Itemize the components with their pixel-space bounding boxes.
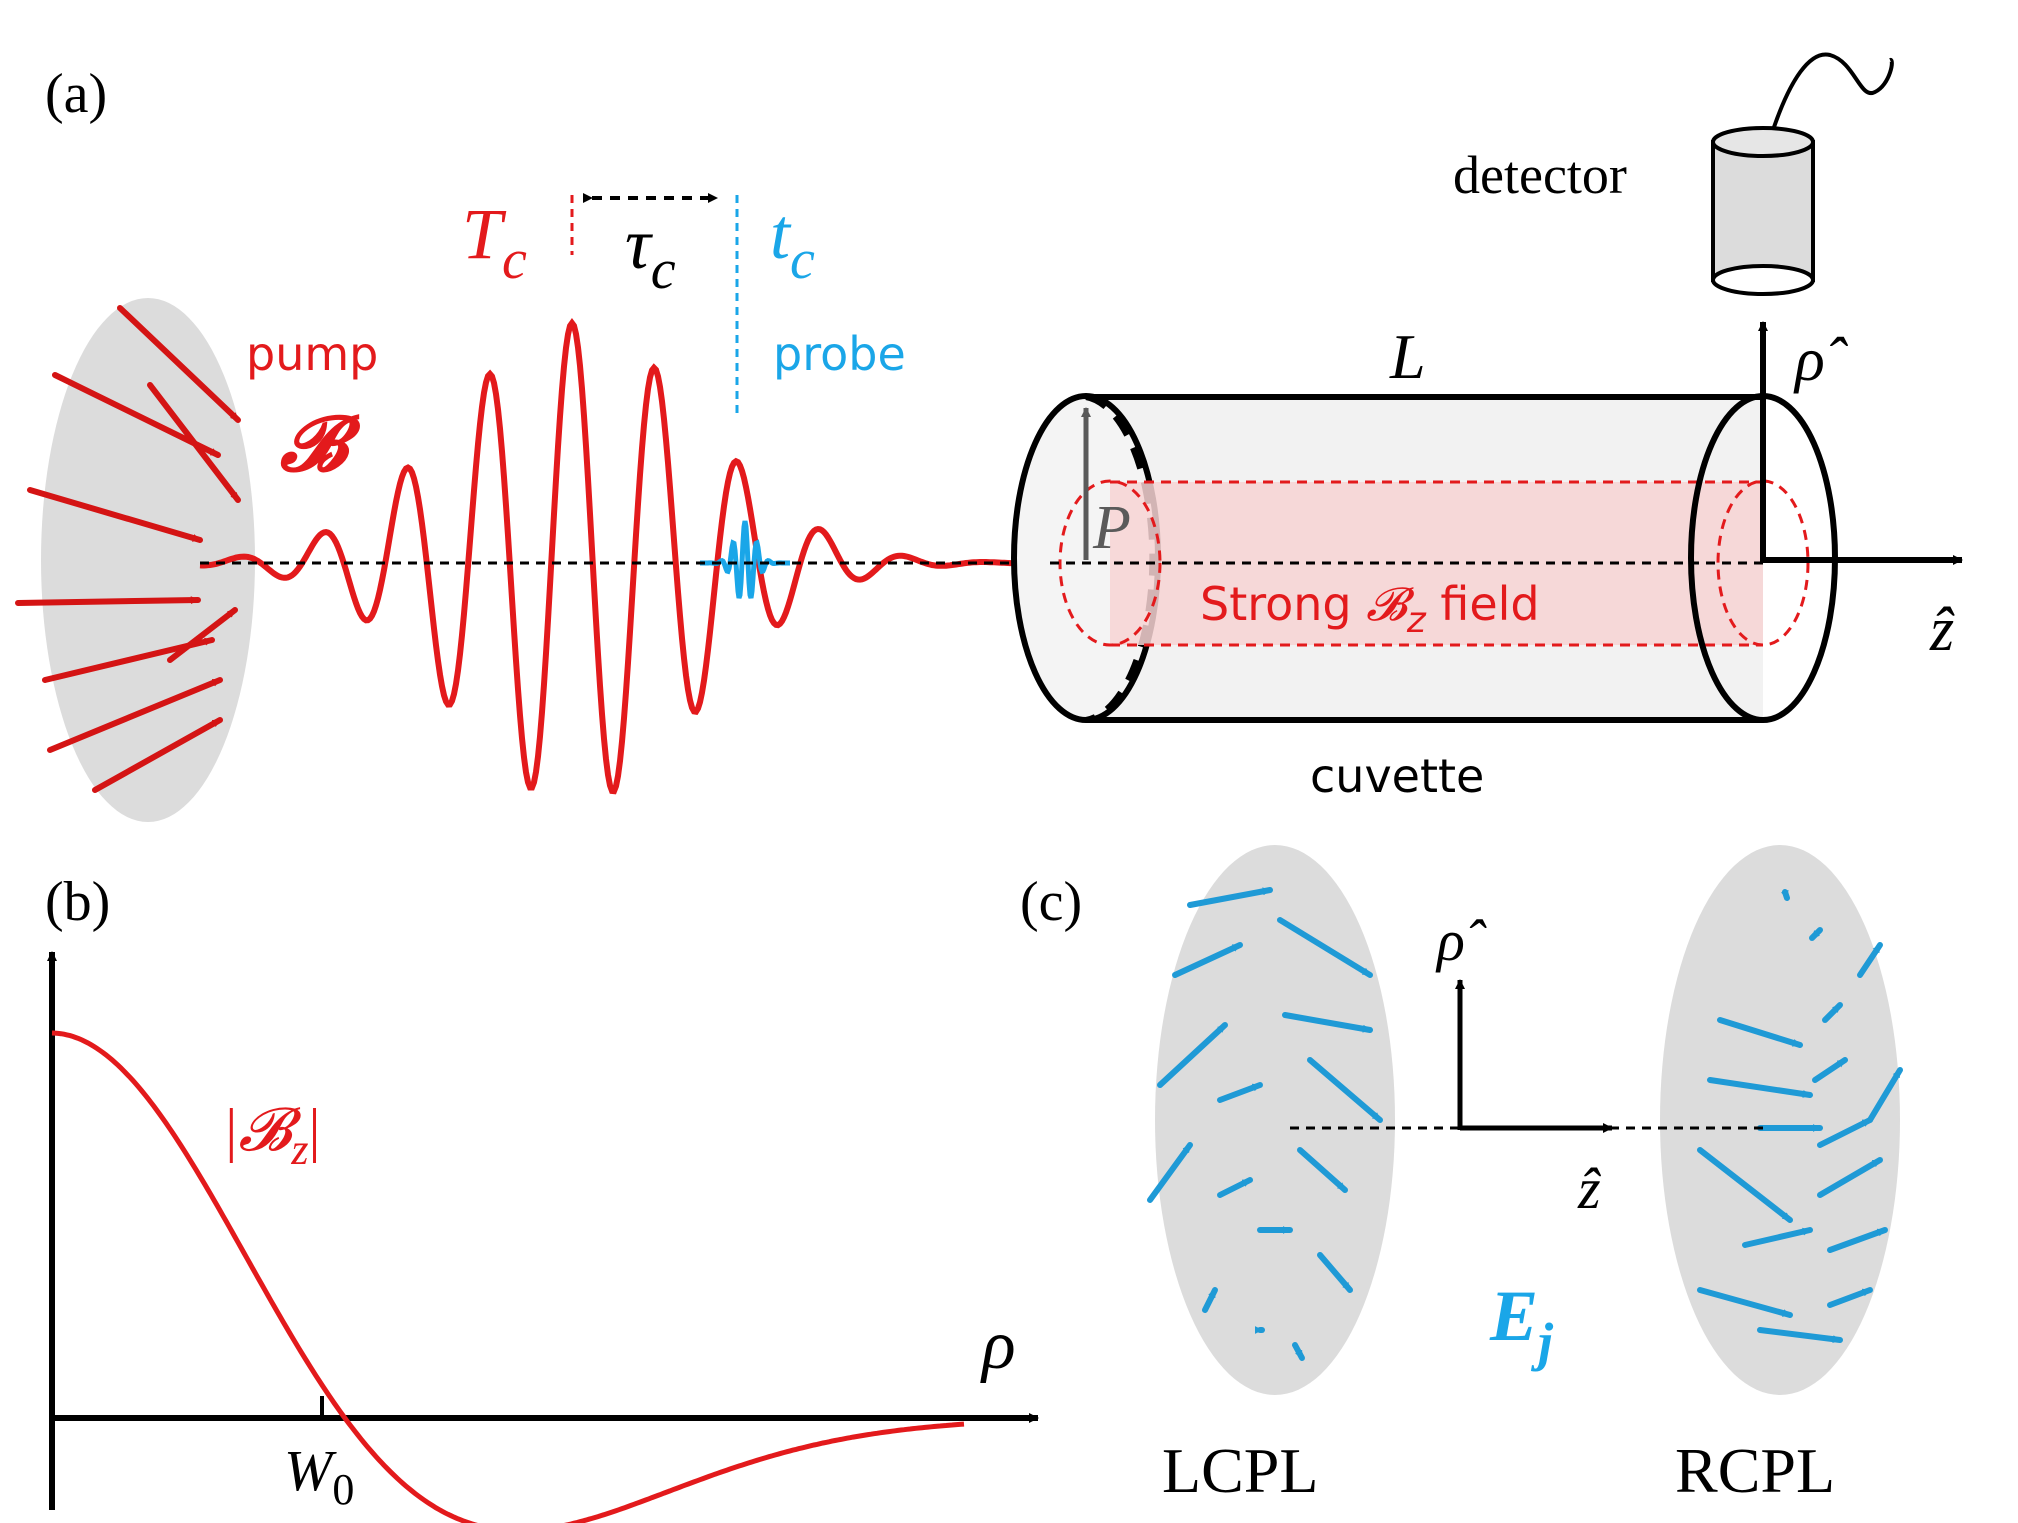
- rcpl-arrow-6: [1707, 1077, 1813, 1098]
- lcpl-arrow-7: [1147, 1142, 1193, 1203]
- rcpl-arrow-1: [1809, 927, 1823, 941]
- lcpl-arrow-5: [1217, 1082, 1263, 1103]
- panel-b-label: (b): [45, 871, 110, 933]
- detector: detector: [1453, 52, 1894, 296]
- rcpl-arrow-7: [1867, 1067, 1903, 1123]
- cuvette-label: cuvette: [1310, 749, 1484, 803]
- rcpl-arrow-12: [1742, 1227, 1813, 1248]
- pump-beam-ellipse: [41, 298, 255, 822]
- rcpl-arrow-0: [1780, 889, 1790, 901]
- rcpl-arrow-9: [1817, 1117, 1873, 1148]
- rcpl-beam-ellipse: [1660, 845, 1900, 1395]
- lcpl-field-arrows: [1147, 887, 1383, 1361]
- Bz-curve-label: |𝓑z|: [222, 1097, 321, 1174]
- probe-label: probe: [773, 327, 906, 381]
- detector-label: detector: [1453, 145, 1627, 205]
- lcpl-label: LCPL: [1162, 1435, 1318, 1506]
- pump-arrow-7: [147, 382, 241, 503]
- pump-pulse-waveform: [199, 318, 1050, 795]
- rcpl-arrow-4: [1717, 1017, 1803, 1048]
- rcpl-arrow-13: [1827, 1227, 1888, 1253]
- panel-c: (c) ρ̂ ẑ Ej LCPL RCPL: [1020, 845, 1903, 1506]
- pump-arrow-0: [117, 305, 241, 423]
- lcpl-arrow-0: [1187, 887, 1273, 908]
- lcpl-arrow-12: [1202, 1287, 1218, 1313]
- rcpl-field-arrows: [1697, 889, 1903, 1344]
- detector-body: [1711, 140, 1815, 282]
- Ej-label: Ej: [1489, 1276, 1554, 1372]
- c-z-hat-label: ẑ: [1577, 1156, 1601, 1221]
- detector-top: [1711, 126, 1815, 158]
- panel-a-label: (a): [45, 63, 107, 125]
- pump-field-symbol: 𝓑: [279, 403, 362, 487]
- rcpl-arrow-16: [1757, 1327, 1843, 1344]
- lcpl-arrow-2: [1172, 942, 1243, 978]
- rcpl-arrow-11: [1817, 1157, 1883, 1198]
- rho-axis-label: ρ: [980, 1307, 1016, 1384]
- detector-aperture: [1711, 264, 1815, 296]
- rcpl-label: RCPL: [1675, 1435, 1835, 1506]
- Bz-profile-curve: [51, 1030, 965, 1523]
- z-hat-label: ẑ: [1929, 596, 1955, 664]
- P-label: P: [1092, 494, 1131, 562]
- rcpl-arrow-2: [1857, 942, 1883, 978]
- lcpl-arrow-6: [1307, 1057, 1383, 1123]
- c-rho-hat-label: ρ̂: [1435, 908, 1487, 973]
- Tc-label: Tc: [462, 194, 527, 291]
- pump-arrow-8: [167, 607, 238, 663]
- panel-a: (a) pump 𝓑 Tc τc tc probe: [15, 52, 1963, 822]
- tau-c-label: τc: [625, 204, 676, 301]
- field-region-front: [1058, 479, 1162, 647]
- lcpl-arrow-11: [1317, 1252, 1353, 1293]
- rcpl-arrow-10: [1697, 1147, 1793, 1223]
- panel-b: (b) |𝓑z| ρ W0: [45, 871, 1039, 1523]
- detector-cable: [1771, 52, 1894, 131]
- pump-arrow-5: [47, 677, 223, 753]
- pump-field-arrows: [15, 305, 241, 793]
- pump-arrow-3: [15, 596, 201, 606]
- L-label: L: [1389, 321, 1426, 392]
- lcpl-arrow-8: [1297, 1147, 1348, 1193]
- lcpl-arrow-3: [1282, 1012, 1373, 1033]
- lcpl-arrow-1: [1277, 917, 1373, 978]
- lcpl-arrow-14: [1292, 1342, 1305, 1361]
- pump-label: pump: [246, 327, 378, 381]
- rcpl-arrow-5: [1812, 1057, 1848, 1083]
- rho-hat-label: ρ̂: [1793, 326, 1849, 394]
- W0-label: W0: [284, 1438, 354, 1514]
- rcpl-arrow-15: [1827, 1287, 1873, 1308]
- rcpl-arrow-3: [1822, 1002, 1843, 1023]
- lcpl-beam-ellipse: [1155, 845, 1395, 1395]
- rcpl-arrow-14: [1697, 1287, 1793, 1318]
- panel-c-label: (c): [1020, 871, 1082, 933]
- lcpl-arrow-4: [1157, 1022, 1228, 1088]
- pump-arrow-2: [27, 487, 203, 543]
- tc-label: tc: [770, 194, 815, 291]
- pump-arrow-6: [92, 717, 223, 793]
- lcpl-arrow-9: [1217, 1177, 1253, 1198]
